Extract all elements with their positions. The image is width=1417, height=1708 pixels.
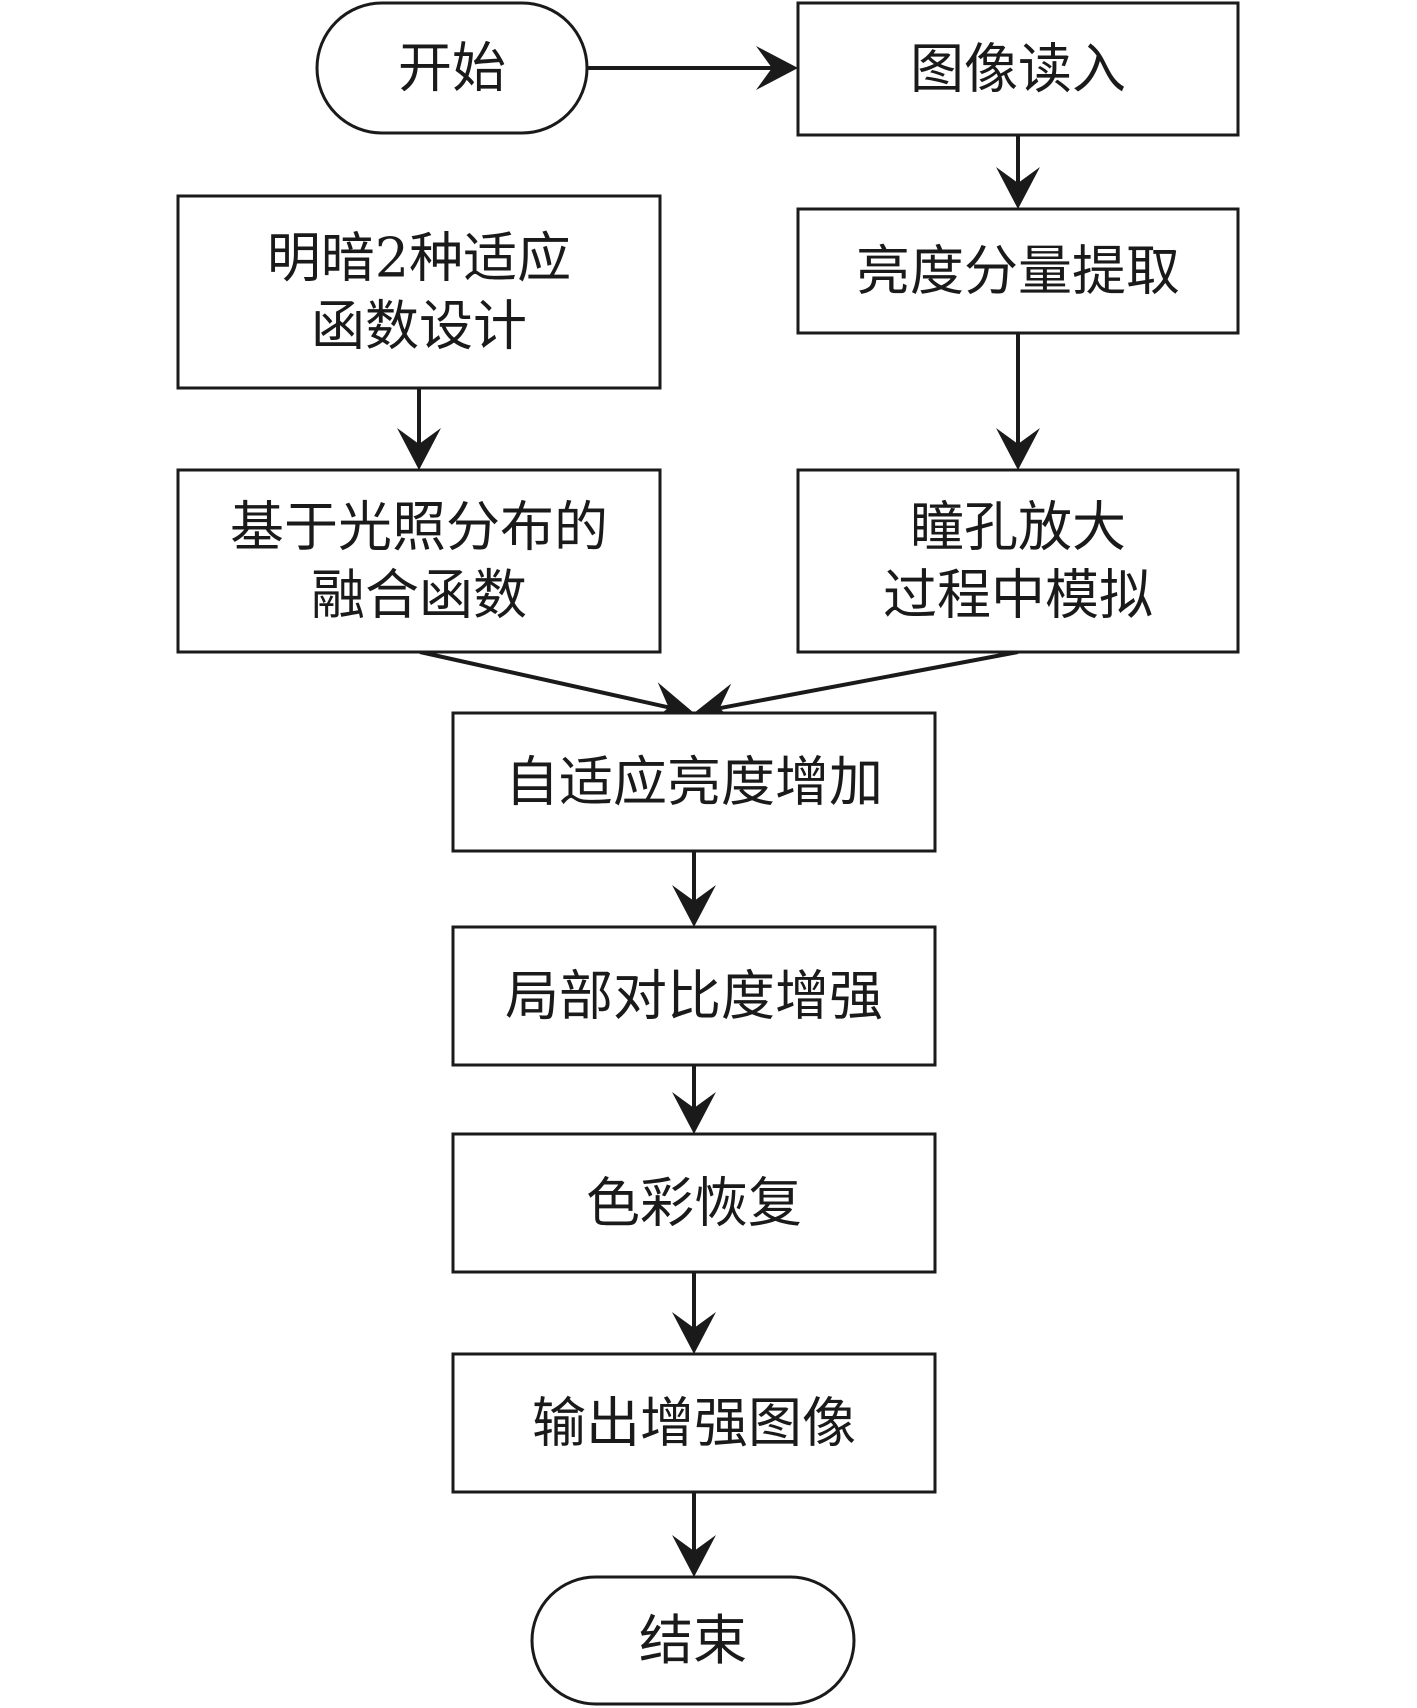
process-box — [451, 925, 937, 1067]
arrowhead-icon — [672, 1535, 716, 1577]
node-label: 明暗2种适应 — [267, 227, 571, 290]
terminal-shape — [315, 1, 589, 135]
node-label: 瞳孔放大 — [910, 496, 1126, 559]
edge-extract-to-pupil — [996, 333, 1040, 470]
node-label: 输出增强图像 — [532, 1392, 856, 1455]
process-box — [451, 1352, 937, 1494]
node-label: 自适应亮度增加 — [505, 751, 883, 814]
arrowhead-icon — [756, 46, 798, 90]
node-label: 基于光照分布的 — [230, 496, 608, 559]
node-output: 输出增强图像 — [451, 1352, 937, 1494]
edge-start-to-read — [587, 46, 798, 90]
node-label: 函数设计 — [311, 295, 527, 358]
process-box — [796, 1, 1240, 137]
process-box — [796, 207, 1240, 335]
process-box — [176, 194, 662, 390]
edge-color-to-output — [672, 1272, 716, 1354]
process-box — [176, 468, 662, 654]
arrowhead-icon — [672, 1312, 716, 1354]
process-box — [451, 711, 937, 853]
node-label: 过程中模拟 — [883, 564, 1153, 627]
node-label: 图像读入 — [910, 38, 1126, 101]
connector-line — [419, 650, 675, 711]
edge-contrast-to-color — [672, 1065, 716, 1134]
node-label: 结束 — [639, 1609, 747, 1672]
arrowhead-icon — [672, 1092, 716, 1134]
node-label: 开始 — [398, 37, 506, 100]
edge-design-to-fusion — [397, 388, 441, 470]
process-box — [451, 1132, 937, 1274]
node-read: 图像读入 — [796, 1, 1240, 137]
node-adaptive: 自适应亮度增加 — [451, 711, 937, 853]
arrowhead-icon — [397, 428, 441, 470]
node-label: 局部对比度增强 — [505, 965, 883, 1028]
connector-line — [713, 650, 1019, 712]
node-color: 色彩恢复 — [451, 1132, 937, 1274]
node-label: 亮度分量提取 — [856, 240, 1180, 303]
node-label: 融合函数 — [311, 564, 527, 627]
process-box — [796, 468, 1240, 654]
terminal-shape — [530, 1575, 856, 1706]
node-label: 色彩恢复 — [586, 1172, 802, 1235]
node-extract: 亮度分量提取 — [796, 207, 1240, 335]
edge-adaptive-to-contrast — [672, 851, 716, 927]
edge-read-to-extract — [996, 135, 1040, 209]
node-contrast: 局部对比度增强 — [451, 925, 937, 1067]
arrowhead-icon — [672, 885, 716, 927]
node-start: 开始 — [315, 1, 589, 135]
arrowhead-icon — [996, 428, 1040, 470]
nodes-layer: 开始图像读入明暗2种适应函数设计亮度分量提取基于光照分布的融合函数瞳孔放大过程中… — [176, 1, 1240, 1706]
arrowhead-icon — [996, 167, 1040, 209]
edge-output-to-end — [672, 1492, 716, 1577]
node-end: 结束 — [530, 1575, 856, 1706]
